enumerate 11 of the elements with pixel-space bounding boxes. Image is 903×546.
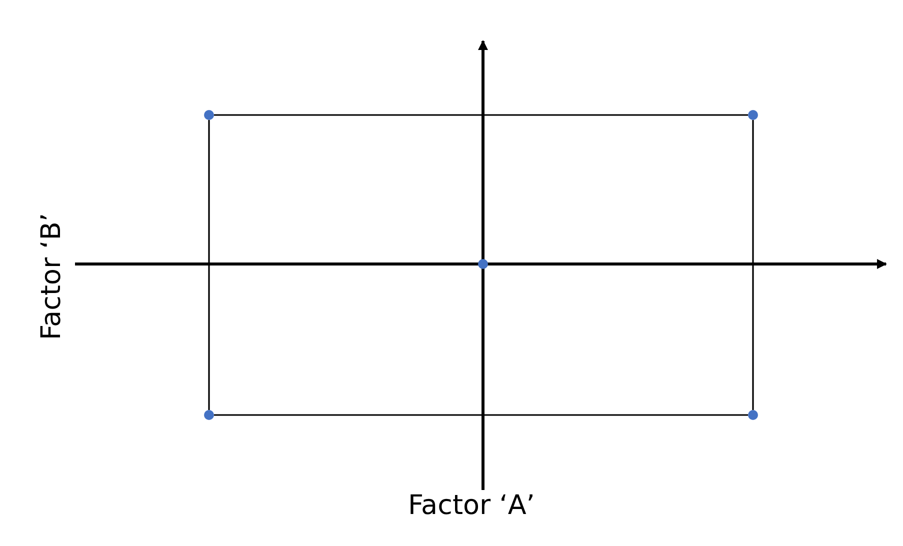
- connector-line: [752, 120, 754, 410]
- axis-label: Factor ‘B’: [36, 213, 67, 340]
- connector-line: [214, 414, 748, 416]
- design-point: [748, 110, 758, 120]
- axis-label: Factor ‘A’: [408, 490, 535, 521]
- design-point: [748, 410, 758, 420]
- connector-line: [208, 120, 210, 410]
- design-point: [204, 110, 214, 120]
- design-point: [478, 259, 488, 269]
- design-point: [204, 410, 214, 420]
- connector-line: [214, 114, 748, 116]
